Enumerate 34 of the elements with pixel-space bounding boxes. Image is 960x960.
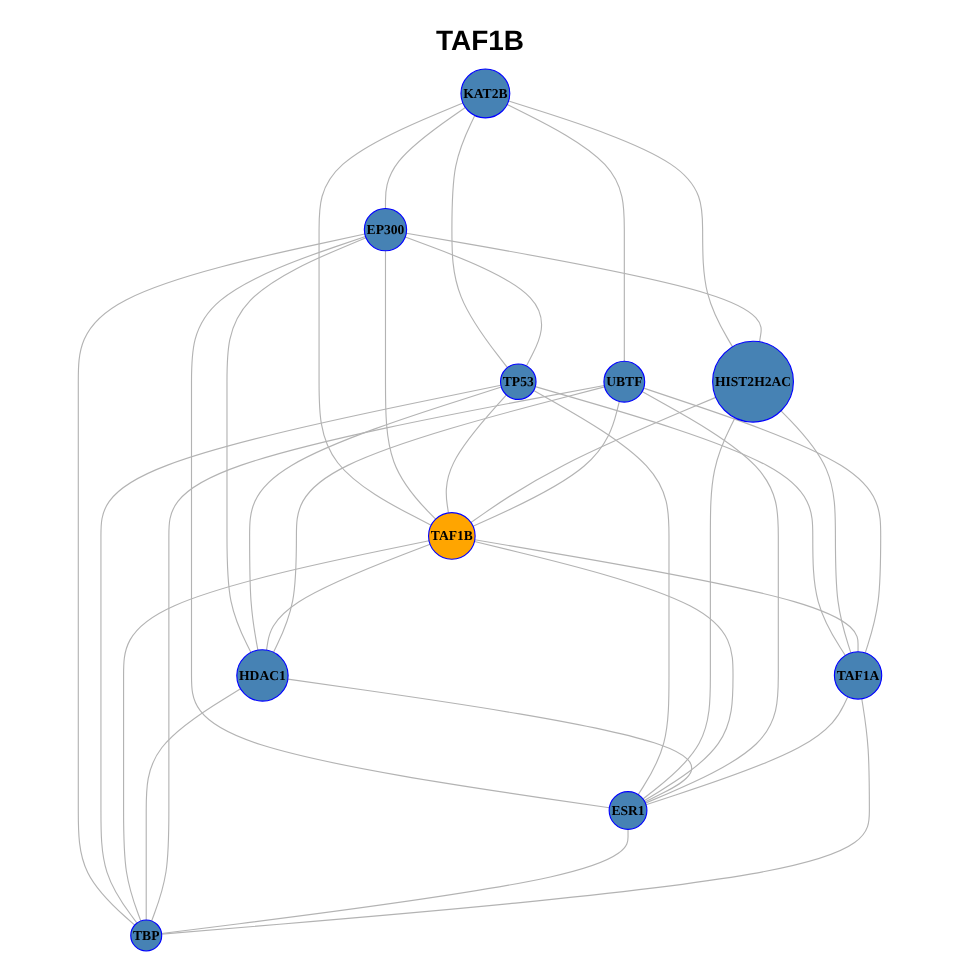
connector [533, 389, 670, 796]
connector [145, 688, 242, 921]
connector [508, 100, 734, 348]
connector [190, 235, 610, 809]
connector [405, 232, 762, 343]
connector [77, 233, 366, 926]
connector [506, 103, 625, 362]
connector [404, 236, 543, 367]
connector [473, 540, 734, 802]
connector [272, 386, 606, 653]
connector [645, 696, 849, 806]
connector [451, 114, 508, 369]
connector [226, 237, 367, 654]
connector [249, 386, 502, 651]
connector [474, 539, 859, 653]
connector [534, 386, 846, 657]
connector [123, 540, 430, 922]
connector [445, 394, 507, 514]
connector [641, 391, 779, 804]
title: TAF1B [435, 24, 525, 56]
connector [642, 417, 736, 800]
connector [151, 384, 605, 922]
connector [161, 698, 870, 935]
connector [161, 828, 629, 935]
connector [265, 543, 431, 651]
connector [780, 410, 852, 654]
connector [100, 384, 502, 924]
connector [643, 387, 882, 654]
connector [384, 106, 466, 209]
connector [472, 400, 620, 527]
connector [470, 396, 717, 524]
connector [384, 250, 437, 520]
connector [318, 102, 464, 526]
connector [287, 678, 693, 803]
